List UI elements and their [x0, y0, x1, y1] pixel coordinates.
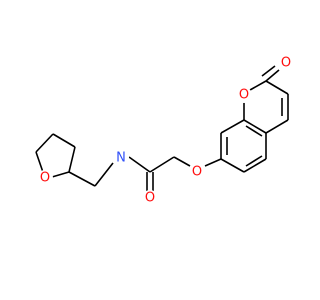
- bond-ar-c8-c8a: [220, 119, 245, 134]
- amide-nitrogen: N: [113, 150, 129, 166]
- bond-ar-c5-c6-inner: [245, 155, 263, 167]
- bond-thf-c1-c2: [35, 133, 54, 153]
- lactone-ring-oxygen-label: O: [239, 88, 249, 103]
- amide-carbonyl-oxygen-label: O: [145, 191, 155, 206]
- bond-lactone-c2-o-2: [261, 65, 276, 77]
- ether-oxygen: O: [189, 164, 205, 180]
- bond-o-ether-aryl: [204, 158, 222, 167]
- bond-lactone-c2-o-1: [265, 69, 280, 82]
- bond-py-c2-o1: [249, 80, 267, 91]
- bond-ar-c6-c7: [220, 158, 245, 173]
- bond-thf-c2-c3: [52, 133, 76, 148]
- ether-oxygen-label: O: [192, 165, 202, 180]
- bond-thf-c4-o: [51, 171, 70, 178]
- thf-oxygen: O: [37, 170, 53, 186]
- amide-carbonyl-oxygen: O: [142, 190, 158, 206]
- bond-ar-c5-c6: [243, 158, 267, 173]
- bonds: [35, 65, 289, 192]
- bond-thf-c3-c4: [68, 146, 76, 173]
- bond-ch2-o-ether: [173, 156, 191, 167]
- bond-n-c-carbonyl: [128, 156, 151, 173]
- bond-py-c3-c2: [265, 80, 289, 95]
- amide-nitrogen-label: N: [116, 151, 126, 166]
- bond-c-ch2-oxy: [149, 156, 175, 173]
- atom-labels: O N O O O O: [37, 55, 294, 206]
- chemical-structure-diagram: O N O O O O: [35, 55, 294, 206]
- bond-ch2-n: [94, 162, 114, 187]
- bond-ar-c8a-c4a-inner: [245, 125, 263, 137]
- thf-oxygen-label: O: [40, 171, 50, 186]
- bond-c4-ch2: [68, 171, 96, 187]
- bond-py-c4a-c4: [265, 119, 289, 134]
- lactone-carbonyl-oxygen-label: O: [281, 56, 291, 71]
- lactone-carbonyl-oxygen: O: [278, 55, 294, 71]
- lactone-ring-oxygen: O: [236, 87, 252, 103]
- bond-ar-c8a-c4a: [243, 119, 267, 134]
